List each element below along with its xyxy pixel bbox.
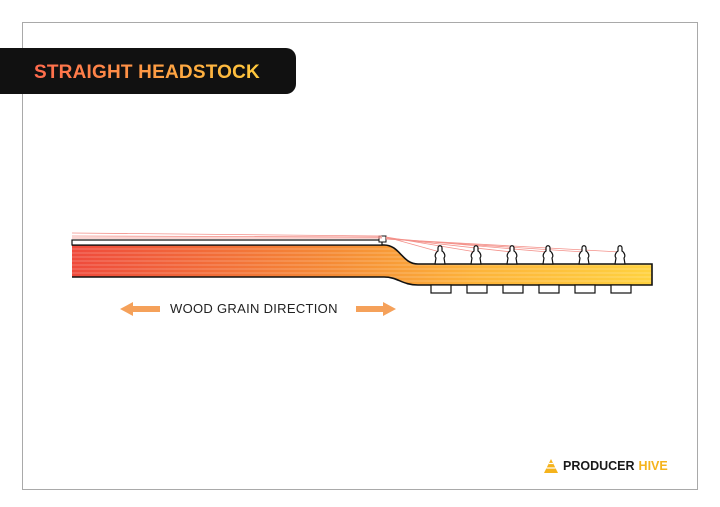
- tuner-key: [466, 284, 488, 294]
- wood-outline: [72, 244, 653, 286]
- tuner-key: [430, 284, 452, 294]
- tuning-pegs: [434, 245, 626, 265]
- tuning-peg: [542, 245, 554, 265]
- tuning-peg: [506, 245, 518, 265]
- brand-name-producer: PRODUCER: [563, 459, 635, 473]
- tuning-peg: [614, 245, 626, 265]
- tuning-peg: [470, 245, 482, 265]
- grain-direction-label: WOOD GRAIN DIRECTION: [170, 301, 338, 316]
- tuner-keys: [430, 284, 632, 294]
- neck-and-headstock: [71, 235, 653, 286]
- hive-cone-icon: [544, 459, 558, 473]
- tuner-key: [502, 284, 524, 294]
- tuning-peg: [434, 245, 446, 265]
- brand-name-hive: HIVE: [638, 459, 668, 473]
- arrow-left-icon: [120, 302, 160, 316]
- tuner-key: [574, 284, 596, 294]
- fretboard: [71, 239, 383, 246]
- tuner-key: [538, 284, 560, 294]
- diagram-title: STRAIGHT HEADSTOCK: [34, 59, 304, 83]
- title-banner: [0, 48, 296, 94]
- strings: [71, 232, 621, 253]
- wood-body: [72, 245, 652, 285]
- producer-hive-logo: PRODUCER HIVE: [544, 457, 668, 475]
- arrow-right-icon: [356, 302, 396, 316]
- diagram-title-text: STRAIGHT HEADSTOCK: [34, 62, 260, 83]
- tuner-key: [610, 284, 632, 294]
- tuning-peg: [578, 245, 590, 265]
